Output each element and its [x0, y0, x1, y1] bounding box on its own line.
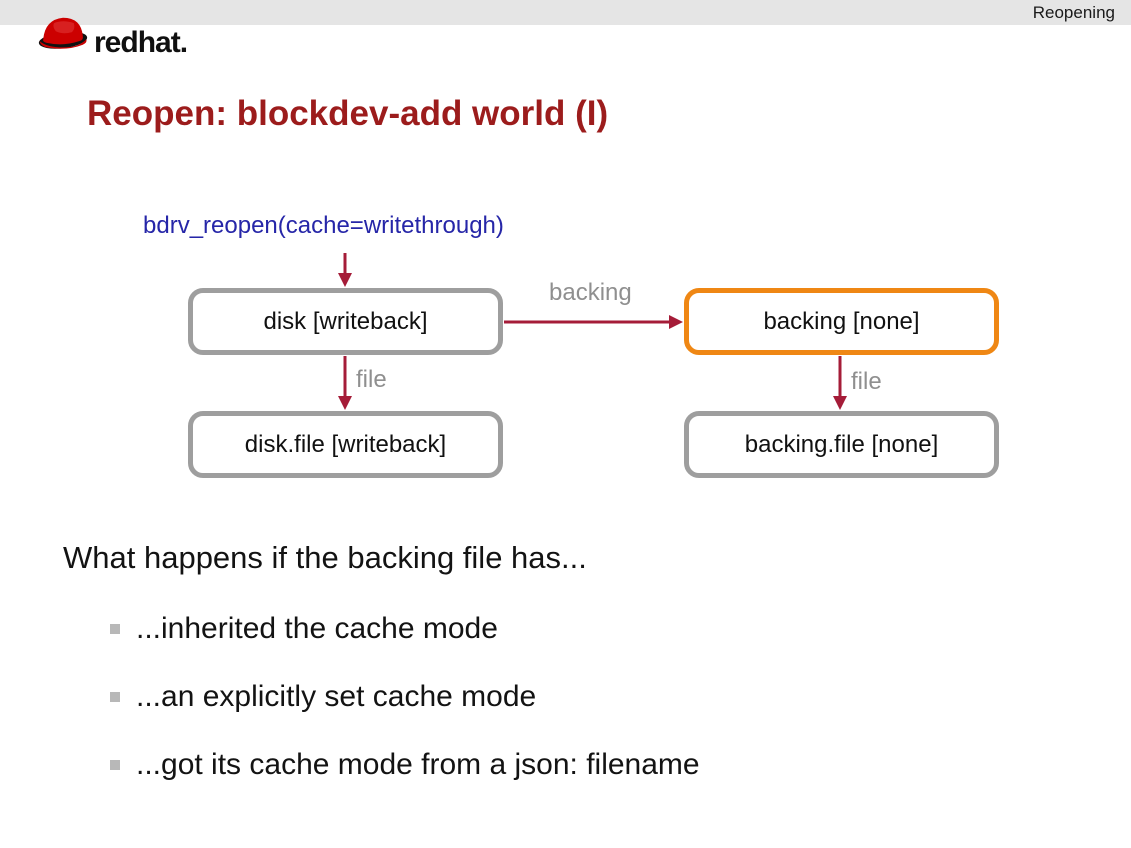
node-backing: backing [none]	[684, 288, 999, 355]
bullet-square-icon	[110, 760, 120, 770]
arrow-disk-to-disk-file	[338, 356, 352, 410]
redhat-logo: redhat.	[36, 10, 188, 60]
bullet-list: ...inherited the cache mode ...an explic…	[110, 612, 700, 816]
node-backing-file: backing.file [none]	[684, 411, 999, 478]
edge-label-file-left: file	[356, 366, 387, 393]
edge-label-file-right: file	[851, 368, 882, 395]
bullet-text: ...an explicitly set cache mode	[136, 680, 537, 713]
arrow-disk-to-backing	[504, 315, 683, 329]
list-item: ...got its cache mode from a json: filen…	[110, 748, 700, 782]
section-label: Reopening	[1032, 3, 1115, 22]
bullet-square-icon	[110, 692, 120, 702]
edge-label-backing: backing	[549, 279, 632, 306]
bullet-text: ...inherited the cache mode	[136, 612, 498, 645]
question-text: What happens if the backing file has...	[63, 540, 587, 575]
redhat-logo-text: redhat.	[94, 26, 188, 60]
logo-word-hat: hat.	[137, 26, 188, 59]
node-disk: disk [writeback]	[188, 288, 503, 355]
list-item: ...inherited the cache mode	[110, 612, 700, 646]
bullet-square-icon	[110, 624, 120, 634]
header-bar: Reopening	[0, 0, 1131, 25]
slide-title: Reopen: blockdev-add world (I)	[87, 94, 609, 133]
arrow-backing-to-backing-file	[833, 356, 847, 410]
arrow-reopen-to-disk	[338, 253, 352, 287]
list-item: ...an explicitly set cache mode	[110, 680, 700, 714]
node-disk-file: disk.file [writeback]	[188, 411, 503, 478]
bullet-text: ...got its cache mode from a json: filen…	[136, 748, 700, 781]
bdrv-reopen-call-label: bdrv_reopen(cache=writethrough)	[143, 212, 504, 239]
logo-word-red: red	[94, 26, 139, 59]
redhat-hat-icon	[38, 17, 88, 49]
